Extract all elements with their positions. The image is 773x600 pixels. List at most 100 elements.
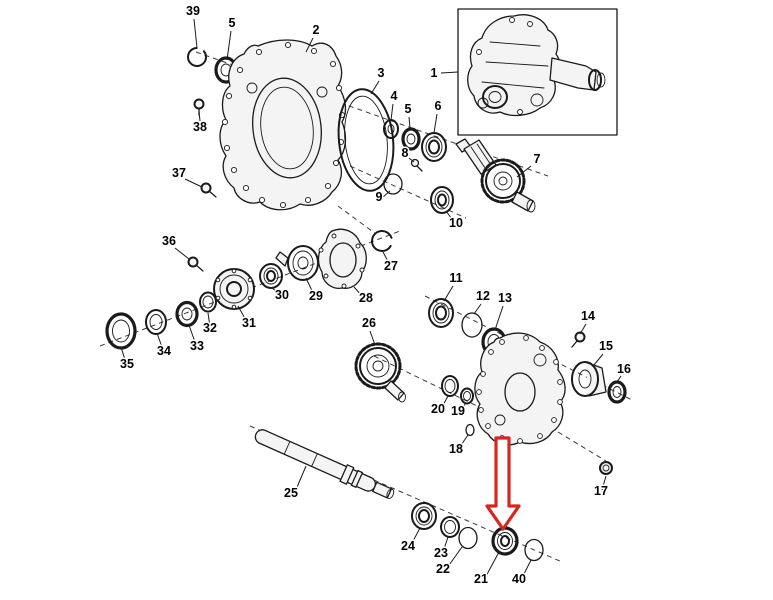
callout-leader-6 [433, 113, 438, 134]
callout-leader-28 [353, 286, 364, 298]
callout-label-15: 15 [599, 339, 613, 353]
callout-leader-26 [369, 330, 376, 346]
part-9-o-ring [383, 173, 403, 195]
callout-leader-9 [382, 190, 391, 198]
callout-label-35: 35 [120, 357, 134, 371]
inset-bearing-boss-inner [488, 91, 502, 103]
part-23-ring [440, 516, 460, 538]
inset-bolt-hole [476, 49, 482, 55]
callout-label-9: 9 [376, 190, 383, 204]
callout-label-28: 28 [359, 291, 373, 305]
callout-leader-29 [305, 277, 315, 296]
callout-leader-20 [440, 395, 449, 410]
callout-leader-7 [516, 165, 532, 178]
inset-housing-body [467, 14, 561, 117]
inset-casting-ribs [481, 41, 549, 89]
callout-leader-5 [408, 116, 411, 129]
callout-label-24: 24 [401, 539, 415, 553]
part-22-o-ring [458, 526, 478, 550]
callout-leader-25 [294, 465, 307, 493]
part-29-gear [275, 245, 319, 281]
callout-label-17: 17 [594, 484, 608, 498]
part-28-retainer-plate [317, 228, 367, 289]
callout-label-19: 19 [451, 404, 465, 418]
callout-leader-3 [370, 80, 380, 95]
callout-label-14: 14 [581, 309, 595, 323]
inset-output-end [596, 72, 606, 88]
inset-bolt-hole [527, 21, 533, 27]
part-12-o-ring [461, 312, 483, 338]
callout-label-4: 4 [391, 89, 398, 103]
callout-label-34: 34 [157, 344, 171, 358]
callout-leader-32 [207, 312, 211, 328]
callout-leader-8 [408, 157, 415, 163]
callout-label-25: 25 [284, 486, 298, 500]
callout-label-11: 11 [449, 271, 462, 285]
part-6-bearing [421, 132, 447, 162]
callout-label-32: 32 [203, 321, 217, 335]
callout-label-8: 8 [402, 146, 409, 160]
part-10-bearing [430, 186, 454, 214]
callout-leader-17 [601, 475, 607, 491]
callout-label-26: 26 [362, 316, 376, 330]
inset-bolt-hole [517, 109, 523, 115]
callout-label-12: 12 [476, 289, 490, 303]
callout-label-30: 30 [275, 288, 289, 302]
callout-leader-13 [494, 305, 504, 331]
callout-leader-15 [593, 353, 604, 366]
callout-label-37: 37 [172, 166, 186, 180]
part-5-seal-inner [401, 127, 421, 151]
callout-leader-39 [193, 18, 198, 49]
part-25-output-shaft [254, 429, 395, 499]
callout-label-6: 6 [435, 99, 442, 113]
callout-leader-40 [521, 559, 532, 579]
callout-label-16: 16 [617, 362, 631, 376]
callout-leader-38 [198, 110, 201, 122]
callout-label-36: 36 [162, 234, 176, 248]
callout-label-7: 7 [534, 152, 541, 166]
rear-housing [474, 332, 566, 446]
callout-leader-1 [440, 71, 459, 74]
callout-leader-36 [174, 247, 190, 260]
callout-leader-2 [305, 37, 314, 53]
part-39-snap-ring [187, 47, 207, 67]
callout-label-21: 21 [474, 572, 488, 586]
callout-leader-4 [390, 103, 394, 121]
callout-label-27: 27 [384, 259, 398, 273]
part-7-input-gear-shaft [455, 138, 536, 213]
highlight-arrow [485, 436, 521, 531]
callout-leader-31 [237, 305, 248, 323]
callout-label-39: 39 [186, 4, 200, 18]
callout-leader-14 [579, 323, 587, 335]
callout-label-1: 1 [431, 66, 438, 80]
part-15-extension-flange [571, 361, 607, 397]
callout-label-5: 5 [405, 102, 412, 116]
part-36-bolt [187, 256, 204, 272]
callout-label-40: 40 [512, 572, 526, 586]
callout-label-20: 20 [431, 402, 445, 416]
part-32-ring [199, 291, 217, 313]
callout-leader-30 [271, 287, 281, 295]
part-21-seal-highlighted [491, 526, 519, 556]
callout-leader-16 [616, 375, 622, 383]
part-31-hub-flange [213, 268, 255, 310]
callout-label-13: 13 [498, 291, 512, 305]
part-30-bearing [259, 263, 283, 289]
callout-label-2: 2 [313, 23, 320, 37]
part-18-pin [465, 423, 475, 437]
inset-boss [477, 97, 489, 109]
callout-label-3: 3 [378, 66, 385, 80]
inset-boss [530, 93, 544, 107]
callout-leader-19 [459, 402, 467, 412]
callout-label-23: 23 [434, 546, 448, 560]
callout-leader-5 [226, 30, 232, 61]
part-40-o-ring [524, 538, 544, 562]
callout-label-10: 10 [449, 216, 463, 230]
part-16-seal [607, 380, 627, 404]
callout-label-29: 29 [309, 289, 323, 303]
callout-leader-22 [446, 546, 463, 569]
callout-leader-11 [443, 285, 454, 302]
